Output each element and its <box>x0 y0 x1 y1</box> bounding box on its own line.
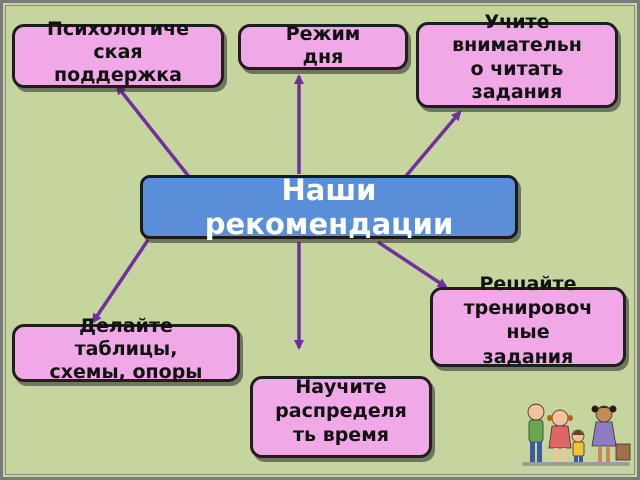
recommendation-line: Учите <box>484 11 550 33</box>
arrow-to-practice-tasks <box>377 240 448 289</box>
recommendation-line: ская <box>93 41 143 63</box>
recommendation-line: схемы, опоры <box>49 361 203 383</box>
recommendation-line: задания <box>471 81 563 103</box>
recommendation-line: Решайте <box>479 273 577 295</box>
recommendation-tables-schemes: Делайте таблицы, схемы, опоры <box>12 315 240 383</box>
center-title-line: рекомендации <box>204 207 454 241</box>
center-title-line: Наши <box>281 173 377 207</box>
recommendation-line: задания <box>482 346 574 368</box>
recommendation-psychological-support: Психологиче ская поддержка <box>12 18 224 88</box>
recommendation-line: распределя <box>275 400 407 422</box>
recommendation-line: Режим <box>285 23 361 45</box>
arrow-to-read-carefully <box>404 110 462 178</box>
children-clipart <box>522 403 631 466</box>
recommendation-line: таблицы, <box>74 338 178 360</box>
recommendation-time-management: Научите распределя ть время <box>250 376 432 458</box>
recommendation-line: поддержка <box>54 64 182 86</box>
arrow-to-psychological-support <box>115 84 192 180</box>
arrow-to-tables-schemes <box>91 239 150 324</box>
recommendation-line: внимательн <box>452 34 582 56</box>
recommendation-line: о читать <box>470 58 564 80</box>
recommendation-practice-tasks: Решайте тренировоч ные задания <box>430 273 626 368</box>
recommendation-line: тренировоч <box>463 297 593 319</box>
recommendation-daily-routine: Режим дня <box>238 23 408 70</box>
recommendation-line: Делайте <box>79 315 173 337</box>
recommendation-read-carefully: Учите внимательн о читать задания <box>416 11 618 108</box>
recommendation-line: Психологиче <box>47 18 189 40</box>
center-topic-box: Наши рекомендации <box>140 173 518 241</box>
recommendation-line: ные <box>506 321 550 343</box>
recommendation-line: дня <box>302 46 344 68</box>
recommendation-line: ть время <box>293 424 389 446</box>
recommendation-line: Научите <box>295 376 387 398</box>
